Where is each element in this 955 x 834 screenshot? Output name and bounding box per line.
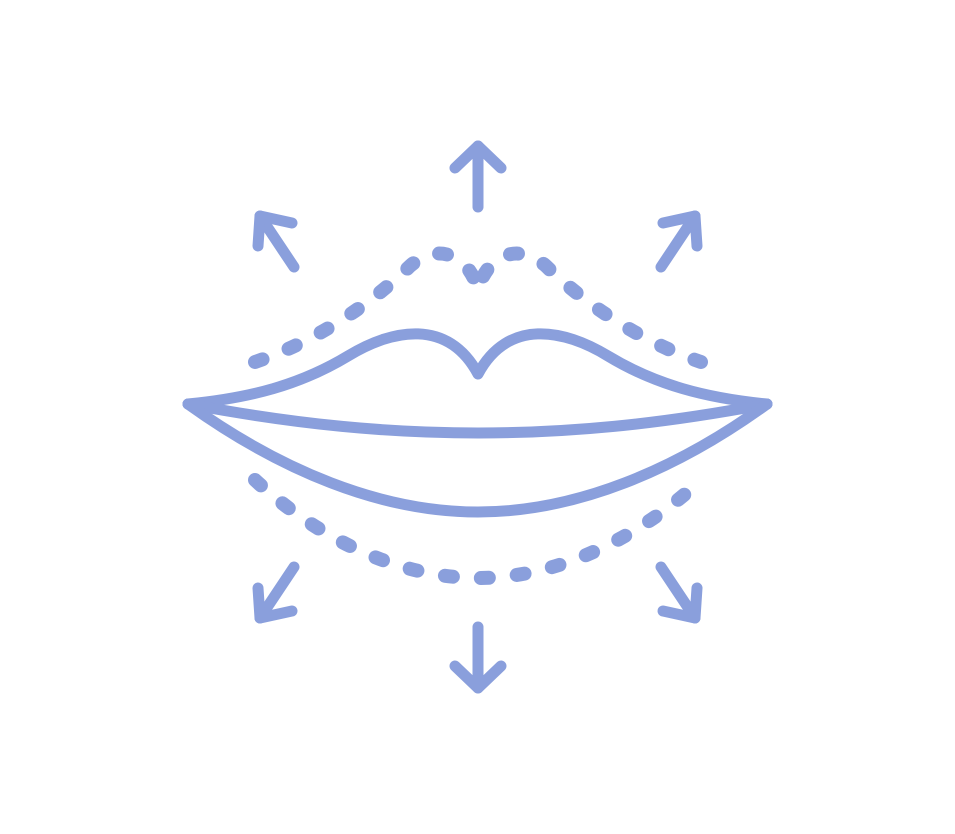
arrow-up-right-icon <box>655 210 703 273</box>
arrow-down-left-icon <box>252 561 300 624</box>
arrow-down-right-icon <box>655 561 703 624</box>
mouth-line <box>182 398 773 439</box>
arrow-up-icon <box>449 140 507 213</box>
upper-dotted-contour <box>248 246 708 369</box>
arrow-down-icon <box>449 621 507 694</box>
arrow-up-left-icon <box>252 210 300 273</box>
upper-lip-outline <box>182 328 773 410</box>
lower-dotted-contour <box>248 473 708 585</box>
lower-lip-outline <box>182 398 773 518</box>
